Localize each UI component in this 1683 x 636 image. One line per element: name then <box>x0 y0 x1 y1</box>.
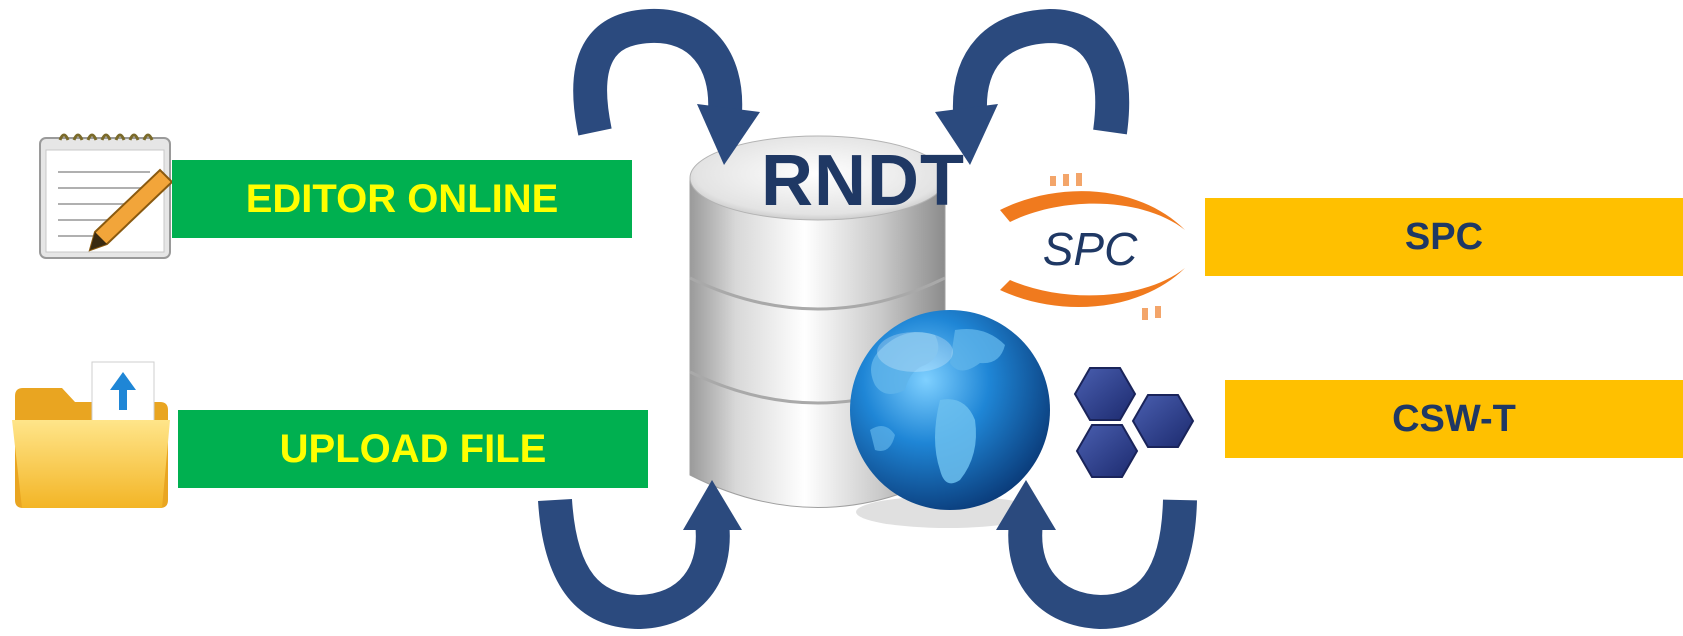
arrow-lower-right-icon <box>996 480 1197 630</box>
globe-icon <box>850 310 1050 528</box>
spc-bar: SPC <box>1205 198 1683 276</box>
upload-file-bar: UPLOAD FILE <box>178 410 648 488</box>
arrow-upper-left-icon <box>573 8 760 165</box>
hexagon-cluster-icon <box>1073 367 1195 478</box>
arrow-lower-left-icon <box>538 480 742 630</box>
folder-upload-icon <box>12 361 170 508</box>
svg-text:SPC: SPC <box>1043 223 1138 275</box>
notepad-pencil-icon <box>39 133 174 259</box>
csw-t-bar: CSW-T <box>1225 380 1683 458</box>
arrow-upper-right-icon <box>935 8 1130 165</box>
database-label: RNDT <box>761 141 965 221</box>
spc-logo: SPC <box>1000 173 1185 320</box>
editor-online-bar: EDITOR ONLINE <box>172 160 632 238</box>
